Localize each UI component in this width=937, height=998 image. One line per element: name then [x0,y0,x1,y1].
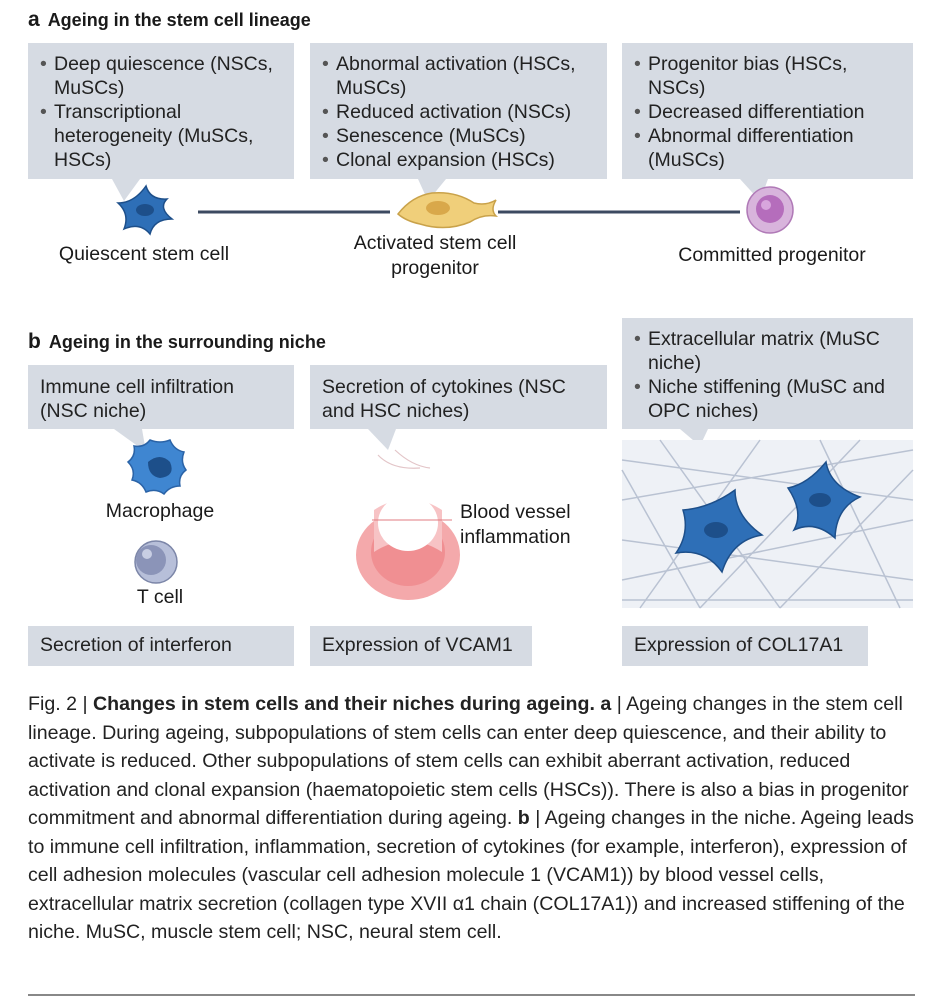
panel-b-title: b Ageing in the surrounding niche [28,330,326,354]
panel-b-letter: b [28,330,41,353]
bottom-rule [28,994,915,996]
bullet-item: Transcriptional heterogeneity (MuSCs, HS… [40,100,282,172]
macrophage-icon [126,439,188,496]
bullet-item: Abnormal activation (HSCs, MuSCs) [322,52,595,100]
t-cell-label: T cell [136,586,184,608]
t-cell-icon [134,540,178,584]
lineage-box-progenitor: Progenitor bias (HSCs, NSCs) Decreased d… [622,43,913,179]
box-text: Expression of VCAM1 [322,634,513,656]
panel-a-letter: a [28,8,40,31]
lineage-graphics [112,179,794,236]
callout-tail [418,179,446,201]
niche-graphics [114,429,914,609]
caption-part-a-letter: a [594,693,612,715]
macrophage-label: Macrophage [105,500,215,522]
niche-box-cytokines: Secretion of cytokines (NSC and HSC nich… [310,365,607,429]
committed-progenitor-icon [746,186,794,234]
blood-vessel-icon [356,449,460,600]
lineage-box-quiescent: Deep quiescence (NSCs, MuSCs) Transcript… [28,43,294,179]
committed-progenitor-label: Committed progenitor [678,244,866,266]
bullet-item: Extracellular matrix (MuSC niche) [634,327,901,375]
bullet-item: Progenitor bias (HSCs, NSCs) [634,52,901,100]
niche-box-col17a1: Expression of COL17A1 [622,626,868,666]
bullet-item: Reduced activation (NSCs) [322,100,595,124]
bullet-item: Niche stiffening (MuSC and OPC niches) [634,375,901,423]
bullet-item: Decreased differentiation [634,100,901,124]
callout-tail [112,179,140,201]
activated-stem-cell-icon [396,191,499,229]
callout-tail [368,429,396,450]
box-text: Secretion of cytokines (NSC and HSC nich… [322,376,566,422]
caption-title: Changes in stem cells and their niches d… [92,693,595,715]
caption-part-b-letter: b [512,807,530,829]
box-text: Immune cell infiltration (NSC niche) [40,376,234,422]
bullet-item: Deep quiescence (NSCs, MuSCs) [40,52,282,100]
extracellular-matrix-icon [621,439,914,609]
panel-a-title-text: Ageing in the stem cell lineage [47,10,311,30]
quiescent-stem-cell-icon [116,184,175,236]
caption-fig-label: Fig. 2 | [28,693,93,715]
niche-box-matrix: Extracellular matrix (MuSC niche) Niche … [622,318,913,429]
lineage-box-activated: Abnormal activation (HSCs, MuSCs) Reduce… [310,43,607,179]
blood-vessel-label: Blood vessel inflammation [460,501,571,548]
niche-box-immune: Immune cell infiltration (NSC niche) [28,365,294,429]
bullet-item: Senescence (MuSCs) [322,124,595,148]
niche-box-vcam1: Expression of VCAM1 [310,626,532,666]
bullet-item: Abnormal differentiation (MuSCs) [634,124,901,172]
quiescent-stem-cell-label: Quiescent stem cell [58,243,230,265]
box-text: Expression of COL17A1 [634,634,844,656]
niche-box-interferon: Secretion of interferon [28,626,294,666]
caption-part-a-text: | Ageing changes in the stem cell lineag… [28,693,909,829]
box-text: Secretion of interferon [40,634,232,656]
figure-caption: Fig. 2 | Changes in stem cells and their… [28,690,918,947]
panel-a-title: a Ageing in the stem cell lineage [28,8,311,32]
caption-part-b-text: | Ageing changes in the niche. Ageing le… [28,807,914,943]
activated-stem-cell-label: Activated stem cell progenitor [353,232,517,279]
bullet-item: Clonal expansion (HSCs) [322,148,595,172]
panel-b-title-text: Ageing in the surrounding niche [48,332,326,352]
